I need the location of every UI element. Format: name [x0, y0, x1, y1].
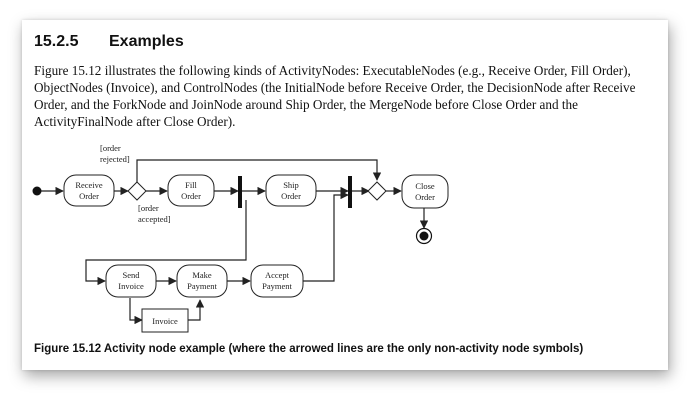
edge-fork-send-invoice [85, 200, 247, 286]
ship-order-label-1: Ship [283, 180, 299, 190]
make-payment-label-1: Make [192, 270, 212, 280]
guard-accepted-1: [order [138, 203, 159, 213]
close-order-label-2: Order [415, 192, 435, 202]
make-payment-label-2: Payment [187, 281, 217, 291]
initial-node [32, 186, 42, 196]
invoice-label: Invoice [152, 316, 178, 326]
section-number: 15.2.5 [34, 33, 79, 50]
close-order-label-1: Close [415, 181, 435, 191]
decision-node [127, 181, 147, 201]
object-node-invoice [141, 308, 189, 333]
fill-order-label-1: Fill [185, 180, 197, 190]
edge-order-rejected [136, 159, 382, 182]
edge-accept-join [302, 190, 349, 282]
send-invoice-label-2: Invoice [118, 281, 144, 291]
action-accept-payment [250, 264, 304, 298]
body-paragraph: Figure 15.12 illustrates the following k… [34, 63, 636, 129]
guard-rejected-1: [order [100, 143, 121, 153]
merge-node [367, 181, 387, 201]
action-close-order [401, 174, 449, 209]
action-receive-order [63, 174, 115, 207]
fork-node [238, 176, 242, 208]
section-title: Examples [109, 33, 184, 50]
ship-order-label-2: Order [281, 191, 301, 201]
figure-caption: Figure 15.12 Activity node example (wher… [34, 343, 584, 355]
activity-final-node-inner [419, 231, 429, 241]
action-make-payment [176, 264, 228, 298]
action-ship-order [265, 174, 317, 207]
send-invoice-label-1: Send [123, 270, 141, 280]
guard-rejected-2: rejected] [100, 154, 130, 164]
action-send-invoice [105, 264, 157, 298]
edge-invoice-make [188, 299, 205, 321]
accept-payment-label-2: Payment [262, 281, 292, 291]
action-fill-order [167, 174, 215, 207]
receive-order-label-2: Order [79, 191, 99, 201]
accept-payment-label-1: Accept [265, 270, 290, 280]
guard-accepted-2: accepted] [138, 214, 171, 224]
edge-send-invoice-object [129, 298, 143, 325]
receive-order-label-1: Receive [75, 180, 103, 190]
join-node [348, 176, 352, 208]
section-heading: 15.2.5 Examples [34, 33, 184, 51]
fill-order-label-2: Order [181, 191, 201, 201]
